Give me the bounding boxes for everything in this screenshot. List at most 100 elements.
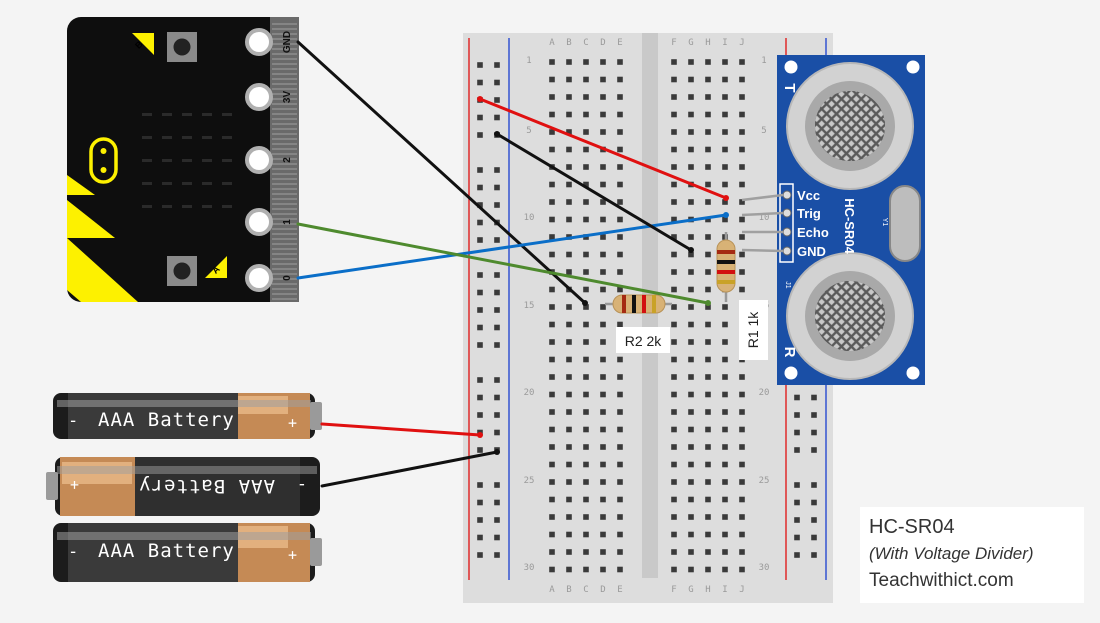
- battery-2-minus: -: [297, 475, 307, 495]
- breadboard-hole: [549, 286, 555, 293]
- breadboard-hole: [722, 374, 728, 380]
- breadboard-hole: [566, 146, 572, 153]
- breadboard-hole: [739, 94, 745, 100]
- breadboard-hole: [705, 531, 711, 538]
- col-letter-top-f: F: [671, 38, 676, 48]
- breadboard-hole: [671, 304, 677, 310]
- led: [142, 205, 152, 208]
- breadboard-hole: [600, 199, 606, 205]
- breadboard-hole: [600, 286, 606, 293]
- breadboard-hole: [671, 94, 677, 100]
- breadboard-hole: [617, 426, 623, 433]
- breadboard-hole: [688, 479, 694, 485]
- breadboard-hole: [739, 531, 745, 538]
- r1-band-1: [717, 250, 735, 254]
- endpoint-battery-red: [477, 432, 483, 438]
- col-letter-bottom-e: E: [617, 585, 622, 595]
- microbit-logo-dot-top: [100, 148, 107, 154]
- breadboard-hole: [739, 164, 745, 170]
- rail-hole: [811, 534, 817, 541]
- rail-hole: [477, 482, 483, 488]
- breadboard-hole: [566, 269, 572, 275]
- breadboard-hole: [617, 181, 623, 188]
- breadboard-hole: [549, 496, 555, 503]
- breadboard-hole: [722, 111, 728, 118]
- breadboard-hole: [600, 234, 606, 240]
- col-letter-top-e: E: [617, 38, 622, 48]
- breadboard-hole: [671, 59, 677, 65]
- r1-band-3: [717, 270, 735, 274]
- rail-hole: [494, 482, 500, 488]
- button-a-cap: [173, 262, 191, 280]
- caption-site: Teachwithict.com: [869, 570, 1014, 591]
- breadboard-hole: [583, 146, 589, 153]
- col-letter-bottom-b: B: [566, 585, 571, 595]
- wire-gnd-to-r2: [296, 40, 587, 305]
- led: [202, 136, 212, 139]
- rail-hole: [794, 534, 800, 541]
- column-letters: A B C D E F G H I J A B C D E F G H I J: [549, 38, 744, 595]
- breadboard-hole: [671, 111, 677, 118]
- breadboard-hole: [566, 479, 572, 485]
- breadboard-hole: [617, 234, 623, 240]
- breadboard-hole: [705, 426, 711, 433]
- breadboard-hole: [688, 409, 694, 415]
- row-number-left-30: 30: [524, 563, 535, 573]
- breadboard-hole: [583, 164, 589, 170]
- led: [202, 182, 212, 185]
- r1-band-2: [717, 260, 735, 264]
- breadboard-hole: [688, 286, 694, 293]
- col-letter-bottom-d: D: [600, 585, 605, 595]
- col-letter-top-h: H: [705, 38, 710, 48]
- receiver-mesh-pattern: [815, 281, 885, 351]
- breadboard-hole: [617, 111, 623, 118]
- breadboard-hole: [671, 531, 677, 538]
- breadboard-hole: [705, 269, 711, 275]
- rail-hole: [477, 377, 483, 383]
- breadboard-hole: [705, 216, 711, 223]
- breadboard-hole: [739, 496, 745, 503]
- battery-2-label-group: - AAA Battery +: [70, 475, 307, 497]
- row-number-right-30: 30: [759, 563, 770, 573]
- rail-hole: [494, 114, 500, 121]
- breadboard-hole: [705, 461, 711, 468]
- breadboard-hole: [705, 199, 711, 205]
- breadboard-hole: [566, 164, 572, 170]
- breadboard-hole: [583, 59, 589, 65]
- breadboard-hole: [688, 234, 694, 240]
- pin-ring-0: [245, 264, 273, 292]
- breadboard-hole: [722, 199, 728, 205]
- breadboard-hole: [566, 496, 572, 503]
- wire-pin0-to-trig: [296, 213, 728, 280]
- breadboard-hole: [688, 426, 694, 433]
- sensor-t-label: T: [781, 83, 798, 92]
- button-b-marker: [132, 33, 154, 55]
- breadboard-hole: [722, 479, 728, 485]
- breadboard-hole: [671, 269, 677, 275]
- rail-hole: [494, 167, 500, 173]
- breadboard-hole: [583, 216, 589, 223]
- breadboard-hole: [583, 251, 589, 258]
- breadboard-hole: [688, 356, 694, 363]
- rail-hole: [477, 219, 483, 226]
- led: [142, 136, 152, 139]
- row-number-right-5: 5: [761, 126, 766, 136]
- pin-ring-2: [245, 146, 273, 174]
- breadboard-hole: [617, 216, 623, 223]
- rail-hole: [811, 429, 817, 436]
- breadboard-hole: [549, 251, 555, 258]
- breadboard-hole: [600, 216, 606, 223]
- row-number-left-20: 20: [524, 388, 535, 398]
- led: [222, 182, 232, 185]
- button-b-cap: [173, 38, 191, 56]
- breadboard-hole: [722, 59, 728, 65]
- breadboard-hole: [600, 549, 606, 555]
- breadboard-hole: [600, 409, 606, 415]
- breadboard-hole: [705, 76, 711, 83]
- breadboard-hole: [617, 164, 623, 170]
- breadboard-hole: [722, 391, 728, 398]
- breadboard-hole: [566, 76, 572, 83]
- crystal-label: Y1: [881, 218, 888, 227]
- breadboard-hole: [600, 111, 606, 118]
- breadboard-hole: [617, 566, 623, 573]
